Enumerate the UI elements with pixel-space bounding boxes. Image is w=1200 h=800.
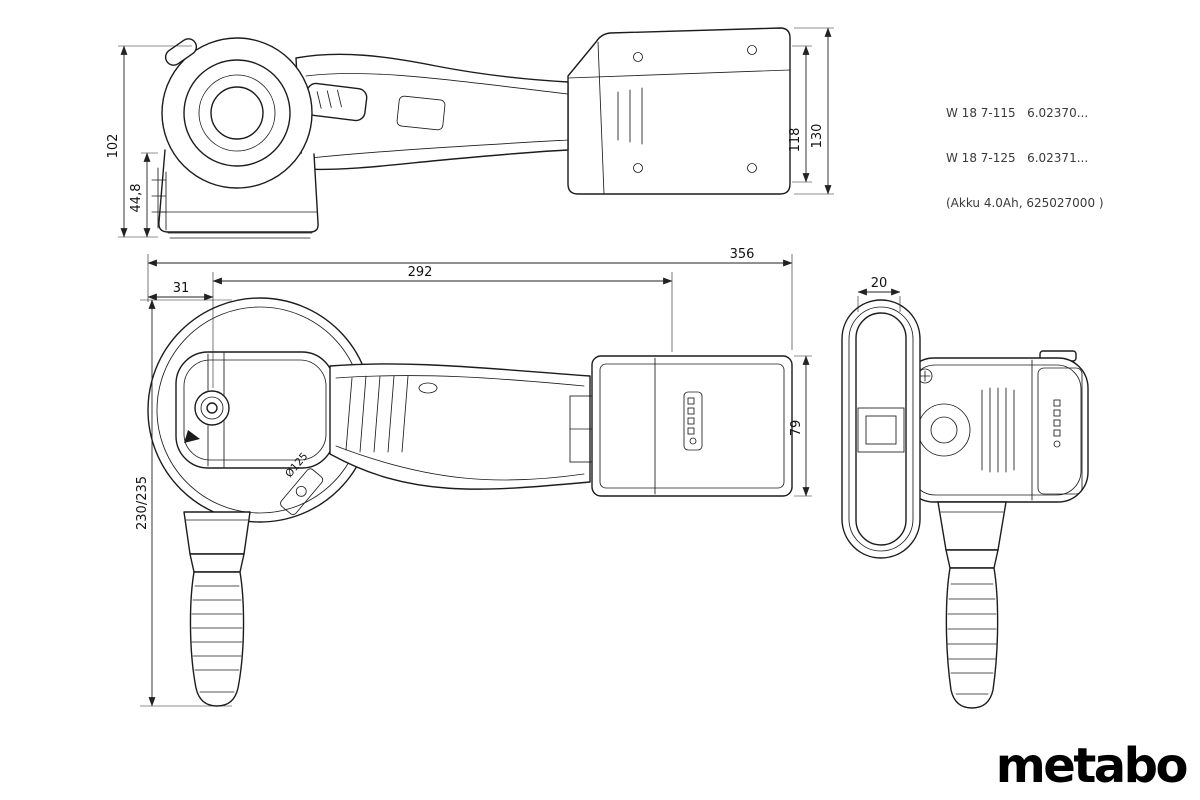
dimension-battery-inner-height: 118 <box>788 45 812 183</box>
spindle-lock-button <box>164 38 198 66</box>
dimension-label-20: 20 <box>871 276 888 291</box>
dimension-battery-overall-height: 130 <box>794 27 834 195</box>
product-line-1: W 18 7-115 6.02370... <box>946 106 1089 120</box>
dimension-label-230-235: 230/235 <box>135 476 150 530</box>
dimension-guard-depth: 44,8 <box>129 152 158 238</box>
dimension-label-31: 31 <box>173 281 190 296</box>
dimension-label-102: 102 <box>106 134 121 159</box>
dimension-side-height: 102 <box>106 45 192 238</box>
dimension-height-with-handle: 230/235 <box>135 299 232 707</box>
dimension-overall-length: 356 <box>147 247 793 350</box>
top-view: Ø125 <box>147 297 793 707</box>
dimension-battery-width: 79 <box>789 355 812 497</box>
dimension-label-79: 79 <box>789 420 804 437</box>
dimension-label-292: 292 <box>408 265 433 280</box>
product-line-3: (Akku 4.0Ah, 625027000 ) <box>946 196 1104 210</box>
dimension-length-without-battery: 292 <box>212 265 673 388</box>
dimension-label-356: 356 <box>730 247 755 262</box>
dimension-label-130: 130 <box>810 124 825 149</box>
front-view <box>841 299 1089 709</box>
dimension-disc-thickness: 20 <box>857 276 901 312</box>
battery-charge-indicator <box>683 391 703 451</box>
product-info: W 18 7-115 6.02370... W 18 7-125 6.02371… <box>946 76 1104 241</box>
metabo-logo: metabo <box>995 738 1189 794</box>
dimension-label-118: 118 <box>788 128 803 153</box>
dimension-label-44-8: 44,8 <box>129 184 144 213</box>
side-view <box>151 27 791 239</box>
spindle-lock-lever <box>184 430 200 443</box>
dimension-disc-overhang: 31 <box>147 281 214 301</box>
product-line-2: W 18 7-125 6.02371... <box>946 151 1089 165</box>
